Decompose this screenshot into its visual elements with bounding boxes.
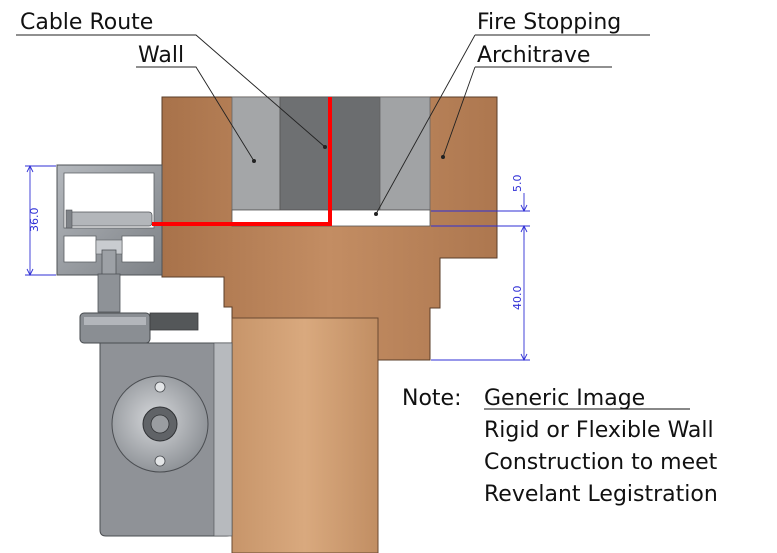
note-line-1: Rigid or Flexible Wall <box>484 418 714 443</box>
leader-dot-architrave <box>441 155 445 159</box>
cable-route-line <box>152 97 332 226</box>
note-heading: Generic Image <box>484 386 645 411</box>
wall-layer-3 <box>329 96 381 211</box>
note-prefix: Note: <box>402 386 462 411</box>
dimension-36-text: 36.0 <box>28 208 41 233</box>
wall-layer-2 <box>279 96 331 211</box>
wall-layer-1 <box>231 96 281 211</box>
hinge-body <box>99 342 233 537</box>
mounting-plate <box>79 312 199 344</box>
label-wall: Wall <box>138 43 184 68</box>
dimension-40 <box>431 226 530 362</box>
bolt-icon <box>97 249 121 313</box>
label-fire-stopping: Fire Stopping <box>477 10 621 35</box>
dimension-40-text: 40.0 <box>511 286 524 311</box>
screw-icon <box>65 209 153 229</box>
door-leaf <box>231 317 379 553</box>
dimension-36 <box>25 164 56 277</box>
note-line-3: Revelant Legistration <box>484 482 718 507</box>
leader-dot-cable <box>323 145 327 149</box>
label-architrave: Architrave <box>477 43 590 68</box>
label-cable-route: Cable Route <box>20 10 153 35</box>
note-line-2: Construction to meet <box>484 450 718 475</box>
leader-dot-fire <box>374 212 378 216</box>
leader-lines <box>16 34 650 215</box>
dimension-5-text: 5.0 <box>511 175 524 193</box>
leader-dot-wall <box>252 159 256 163</box>
